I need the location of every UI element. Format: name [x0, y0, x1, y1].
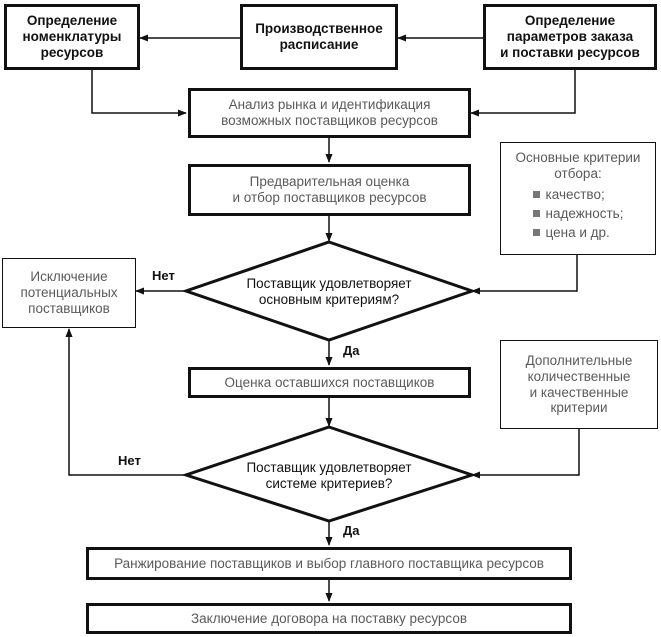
criteria-item: цена и др.	[532, 224, 624, 241]
square-bullet-icon	[532, 191, 540, 199]
node-main-criteria: Основные критерии отбора: качество; наде…	[500, 142, 656, 255]
node-text: Определение	[524, 13, 616, 29]
criteria-title: отбора:	[554, 165, 602, 181]
criteria-item-text: цена и др.	[545, 224, 610, 240]
node-contract: Заключение договора на поставку ресурсов	[86, 603, 572, 634]
node-market-analysis: Анализ рынка и идентификация возможных п…	[188, 88, 471, 138]
node-text: Исключение	[30, 269, 108, 285]
square-bullet-icon	[532, 229, 540, 237]
criteria-item-text: качество;	[545, 186, 605, 202]
node-text: Оценка оставшихся поставщиков	[224, 374, 435, 390]
node-text: Поставщик удовлетворяет	[246, 275, 412, 291]
node-schedule: Производственное расписание	[240, 4, 398, 70]
criteria-list: качество; надежность; цена и др.	[532, 184, 624, 244]
label-yes-main: Да	[343, 343, 360, 358]
node-text: параметров заказа	[506, 29, 634, 45]
node-additional-criteria: Дополнительные количественные и качестве…	[500, 340, 658, 429]
criteria-item: надежность;	[532, 205, 624, 222]
node-text: номенклатуры	[22, 29, 122, 45]
node-evaluate-remaining: Оценка оставшихся поставщиков	[188, 367, 471, 398]
node-text: ресурсов	[40, 44, 104, 60]
node-text: Ранжирование поставщиков и выбор главног…	[114, 555, 544, 571]
arrow-additional-to-decision	[471, 429, 580, 479]
node-ranking: Ранжирование поставщиков и выбор главног…	[86, 547, 572, 580]
node-text: количественные	[527, 368, 631, 384]
criteria-title: Основные критерии	[515, 150, 641, 165]
arrow-nomenclature-to-analysis	[91, 70, 187, 117]
node-text: Предварительная оценка	[249, 174, 410, 190]
node-text: Определение	[26, 13, 118, 29]
node-text: и поставки ресурсов	[500, 44, 640, 60]
node-preliminary: Предварительная оценка и отбор поставщик…	[188, 164, 471, 216]
arrow-criteria-to-decision	[471, 255, 578, 295]
decision-main-diamond	[181, 240, 477, 342]
node-text: системе критериев?	[265, 476, 393, 491]
node-text: Заключение договора на поставку ресурсов	[190, 610, 468, 626]
node-text: Дополнительные	[525, 352, 633, 368]
label-no-system: Нет	[118, 453, 141, 468]
node-text: критерии	[550, 400, 608, 416]
node-text: Поставщик удовлетворяет	[246, 459, 412, 475]
node-text: расписание	[279, 37, 359, 52]
node-text: возможных поставщиков ресурсов	[221, 113, 438, 128]
criteria-item: качество;	[532, 186, 624, 203]
arrow-decision-system-no-to-exclusion	[65, 328, 186, 476]
criteria-item-text: надежность;	[545, 205, 624, 221]
decision-system-diamond	[181, 425, 477, 523]
node-exclusion: Исключение потенциальных поставщиков	[2, 258, 136, 328]
decision-system-text: Поставщик удовлетворяет системе критерие…	[226, 454, 432, 498]
decision-main-text: Поставщик удовлетворяет основным критери…	[226, 270, 432, 314]
arrow-order-to-analysis	[470, 70, 576, 117]
label-no-main: Нет	[152, 268, 175, 283]
label-yes-system: Да	[343, 523, 360, 538]
node-text: и отбор поставщиков ресурсов	[232, 190, 427, 205]
node-nomenclature: Определение номенклатуры ресурсов	[4, 4, 140, 70]
node-text: основным критериям?	[258, 292, 400, 307]
node-text: Производственное	[255, 21, 383, 37]
node-text: Анализ рынка и идентификация	[228, 97, 431, 113]
node-text: и качественные	[529, 384, 629, 400]
node-text: потенциальных	[20, 285, 118, 301]
node-text: поставщиков	[28, 300, 110, 316]
node-order-params: Определение параметров заказа и поставки…	[483, 4, 657, 70]
square-bullet-icon	[532, 210, 540, 218]
